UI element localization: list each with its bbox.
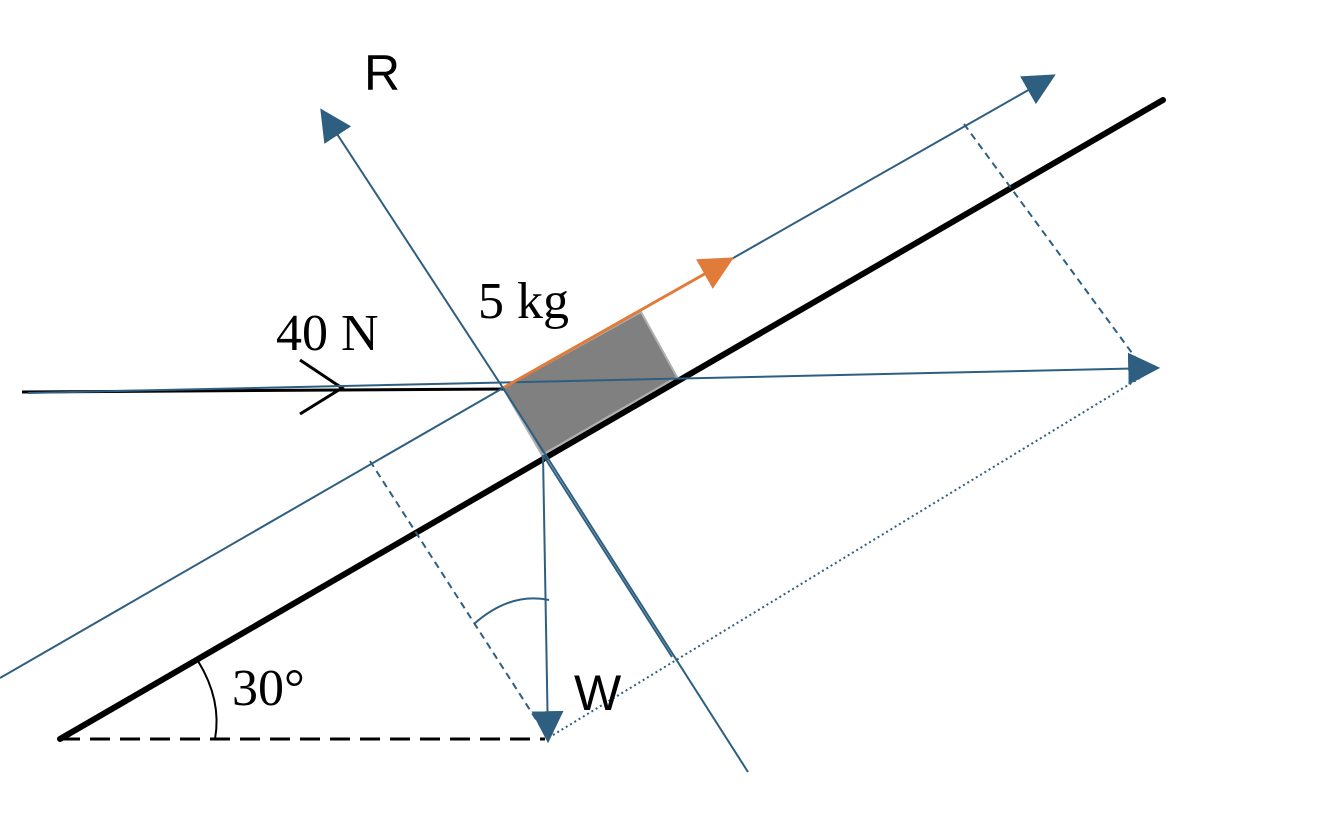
weight-label: W xyxy=(574,665,622,721)
applied-force-label: 40 N xyxy=(276,305,379,362)
parallel-component-arrow xyxy=(727,74,1056,262)
dashed-perpendicular-left xyxy=(369,460,549,739)
angle-label: 30° xyxy=(232,660,305,717)
normal-reaction-arrow xyxy=(320,108,504,389)
applied-force-arrowhead xyxy=(299,358,345,416)
parallel-construction-line xyxy=(0,387,504,679)
dotted-parallel-line xyxy=(552,375,1144,736)
horizontal-force-vector xyxy=(27,352,1161,394)
normal-line-lower xyxy=(502,387,749,773)
friction-arrow xyxy=(502,257,734,390)
dashed-perpendicular-right xyxy=(963,123,1144,369)
incline-surface xyxy=(57,97,1166,742)
mass-label: 5 kg xyxy=(478,273,569,330)
weight-arrow xyxy=(531,454,564,744)
weight-angle-arc xyxy=(473,597,550,625)
incline-angle-arc xyxy=(197,660,218,740)
reaction-label: R xyxy=(364,45,400,101)
weight-component-line xyxy=(542,454,673,658)
